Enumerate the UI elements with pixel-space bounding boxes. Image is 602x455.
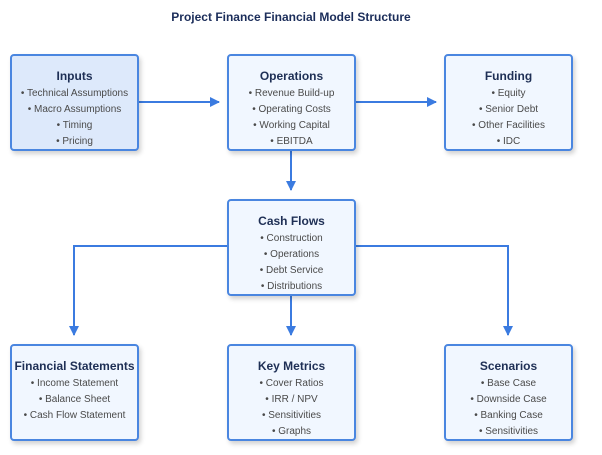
inputs-item: • Timing [56,120,93,131]
scenarios-item: • Downside Case [470,394,547,405]
metrics-item: • Sensitivities [261,410,322,421]
diagram-title: Project Finance Financial Model Structur… [171,10,411,24]
funding-item: • IDC [496,136,521,147]
scenarios-box: Scenarios • Base Case • Downside Case • … [444,344,573,441]
metrics-box: Key Metrics • Cover Ratios • IRR / NPV •… [227,344,356,441]
operations-box: Operations • Revenue Build-up • Operatin… [227,54,356,151]
arrow-cashflows-to-scenarios [356,245,513,336]
operations-item: • Operating Costs [252,104,331,115]
inputs-item: • Macro Assumptions [27,104,122,115]
funding-item: • Other Facilities [472,120,545,131]
inputs-title: Inputs [56,69,93,83]
cashflows-item: • Construction [260,233,323,244]
operations-item: • Working Capital [253,120,330,131]
cashflows-item: • Operations [263,249,320,260]
operations-item: • Revenue Build-up [248,88,335,99]
statements-item: • Income Statement [30,378,119,389]
statements-box: Financial Statements • Income Statement … [10,344,139,441]
inputs-item: • Technical Assumptions [20,88,129,99]
cashflows-title: Cash Flows [258,214,325,228]
metrics-title: Key Metrics [257,359,326,373]
metrics-item: • Cover Ratios [259,378,324,389]
inputs-item: • Pricing [56,136,93,147]
scenarios-item: • Base Case [480,378,537,389]
statements-item: • Balance Sheet [38,394,111,405]
cashflows-box: Cash Flows • Construction • Operations •… [227,199,356,296]
funding-box: Funding • Equity • Senior Debt • Other F… [444,54,573,151]
cashflows-item: • Debt Service [259,265,324,276]
funding-item: • Equity [491,88,526,99]
cashflows-item: • Distributions [260,281,323,292]
inputs-box: Inputs • Technical Assumptions • Macro A… [10,54,139,151]
operations-item: • EBITDA [270,136,313,147]
funding-title: Funding [484,69,533,83]
statements-item: • Cash Flow Statement [23,410,126,421]
metrics-item: • Graphs [271,426,312,437]
operations-title: Operations [259,69,324,83]
statements-title: Financial Statements [14,359,135,373]
arrow-cashflows-to-statements [69,245,227,336]
scenarios-item: • Sensitivities [478,426,539,437]
scenarios-item: • Banking Case [474,410,543,421]
funding-item: • Senior Debt [478,104,539,115]
scenarios-title: Scenarios [479,359,538,373]
metrics-item: • IRR / NPV [265,394,318,405]
